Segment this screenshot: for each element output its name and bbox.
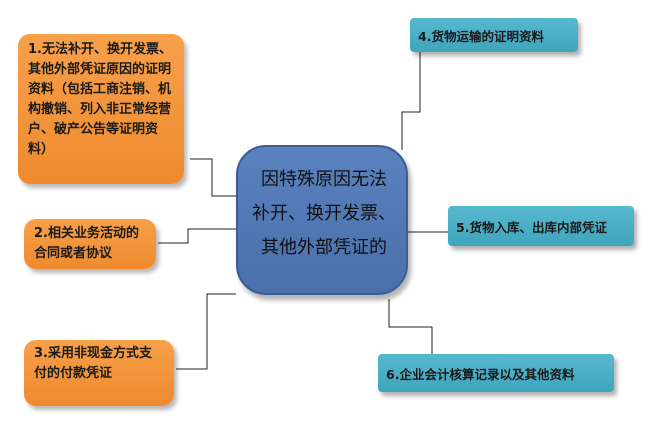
node-1-reason-proof: 1.无法补开、换开发票、其他外部凭证原因的证明资料（包括工商注销、机构撤销、列入… (18, 34, 184, 184)
node-3-payment: 3.采用非现金方式支付的付款凭证 (24, 340, 174, 406)
node-5-text: 5.货物入库、出库内部凭证 (456, 219, 607, 235)
node-6-accounting-records: 6.企业会计核算记录以及其他资料 (378, 354, 614, 392)
center-line-1: 因特殊原因无法 (261, 169, 387, 190)
node-6-text: 6.企业会计核算记录以及其他资料 (386, 366, 575, 382)
connector-node-6 (388, 299, 433, 354)
connector-node-3 (176, 293, 236, 370)
connector-node-1 (190, 158, 236, 197)
center-node: 因特殊原因无法 补开、换开发票、 其他外部凭证的 (236, 145, 408, 295)
center-line-3: 其他外部凭证的 (261, 237, 387, 258)
center-line-2: 补开、换开发票、 (252, 203, 396, 224)
connector-node-4 (401, 52, 421, 150)
node-5-warehouse-voucher: 5.货物入库、出库内部凭证 (448, 206, 634, 246)
node-3-text: 3.采用非现金方式支付的付款凭证 (34, 346, 152, 381)
node-4-transport-proof: 4.货物运输的证明资料 (410, 18, 578, 52)
node-1-text: 1.无法补开、换开发票、其他外部凭证原因的证明资料（包括工商注销、机构撤销、列入… (28, 42, 172, 157)
node-2-contract: 2.相关业务活动的合同或者协议 (24, 219, 156, 269)
node-2-text: 2.相关业务活动的合同或者协议 (34, 226, 139, 261)
node-4-text: 4.货物运输的证明资料 (418, 28, 544, 44)
connector-node-2 (158, 228, 236, 244)
